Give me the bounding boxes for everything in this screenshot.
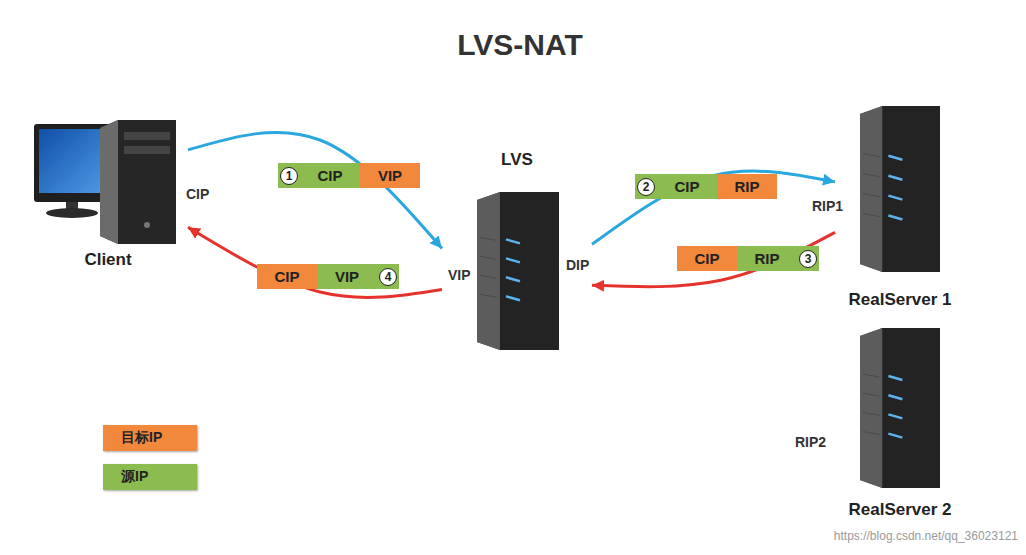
flow-arrow	[188, 227, 442, 297]
watermark: https://blog.csdn.net/qq_36023121	[834, 529, 1018, 543]
ip-label: VIP	[335, 268, 359, 285]
interface-label: DIP	[566, 257, 589, 273]
flow-arrow	[592, 171, 835, 244]
real-server-node: RealServer 1	[835, 100, 965, 310]
ip-label: RIP	[754, 250, 779, 267]
callout-number: 1	[280, 167, 298, 185]
legend-swatch: 源IP	[103, 464, 197, 490]
callout-number: 3	[799, 250, 817, 268]
client-computer	[34, 120, 176, 244]
source-ip-cell: CIP	[300, 163, 360, 188]
ip-label: RIP2	[795, 434, 826, 450]
packet-box: CIP RIP 3	[677, 246, 819, 271]
target-ip-cell: CIP	[677, 246, 737, 271]
target-ip-cell: CIP	[257, 264, 317, 289]
node-label: RealServer 2	[848, 500, 951, 520]
interface-label: VIP	[448, 267, 471, 283]
server-icon	[860, 328, 940, 488]
real-server-node: RealServer 2	[835, 322, 965, 520]
legend-swatch: 目标IP	[103, 425, 197, 451]
source-ip-cell: VIP	[317, 264, 377, 289]
ip-label: CIP	[274, 268, 299, 285]
server-icon	[477, 192, 559, 350]
client-node: Client	[28, 112, 188, 270]
ip-label: RIP	[734, 178, 759, 195]
packet-box: 2 CIP RIP	[635, 174, 777, 199]
packet-box: CIP VIP 4	[257, 264, 399, 289]
source-ip-cell: CIP	[657, 174, 717, 199]
target-ip-cell: RIP	[717, 174, 777, 199]
node-label: RealServer 1	[848, 290, 951, 310]
callout-wrap: 3	[797, 246, 819, 271]
node-label: LVS	[501, 150, 533, 170]
legend-text: 源IP	[121, 468, 148, 486]
ip-label: VIP	[378, 167, 402, 184]
server-icon	[860, 106, 940, 272]
legend-text: 目标IP	[121, 429, 162, 447]
ip-label: CIP	[674, 178, 699, 195]
callout-wrap: 2	[635, 174, 657, 199]
flow-arrow	[592, 232, 835, 286]
flow-arrow	[188, 132, 442, 248]
ip-label: CIP	[317, 167, 342, 184]
callout-number: 2	[637, 178, 655, 196]
callout-wrap: 4	[377, 264, 399, 289]
target-ip-cell: VIP	[360, 163, 420, 188]
ip-label: RIP1	[812, 198, 843, 214]
diagram-title: LVS-NAT	[457, 28, 583, 62]
packet-box: 1 CIP VIP	[278, 163, 420, 188]
callout-number: 4	[379, 268, 397, 286]
ip-label: CIP	[694, 250, 719, 267]
callout-wrap: 1	[278, 163, 300, 188]
source-ip-cell: RIP	[737, 246, 797, 271]
lvs-node: LVS	[442, 150, 592, 355]
node-label: Client	[84, 250, 131, 270]
ip-label: CIP	[186, 186, 209, 202]
